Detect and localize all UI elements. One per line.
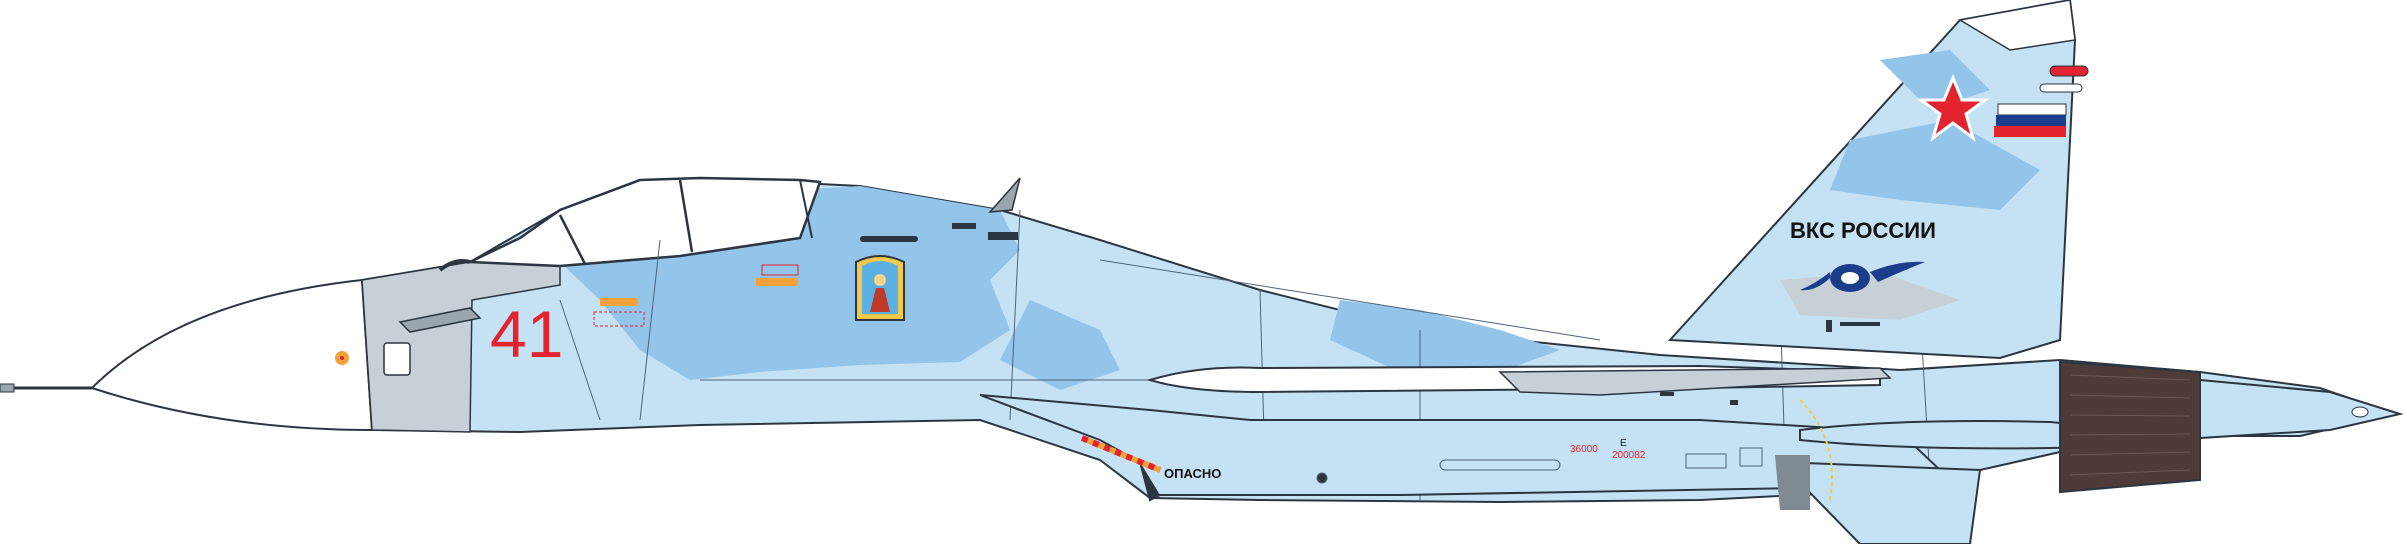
saint-icon-badge bbox=[855, 255, 905, 321]
belly-panels bbox=[1316, 447, 1763, 484]
camo-patch-mid bbox=[1000, 300, 1120, 390]
canopy-frame-1 bbox=[558, 214, 587, 265]
tail-grey-panel bbox=[1780, 272, 1960, 320]
ventral-fin bbox=[1777, 460, 1982, 544]
irst-sensor bbox=[398, 307, 482, 333]
tail-light bbox=[2351, 406, 2369, 418]
exhaust-petals bbox=[2069, 374, 2191, 476]
red-star-icon bbox=[1916, 74, 1990, 142]
tail-inscription: ВКС РОССИИ bbox=[1790, 218, 1936, 243]
warning-label: ОПАСНО bbox=[1164, 466, 1221, 481]
fin-tip bbox=[1957, 0, 2076, 51]
tail-camo-patch-2 bbox=[1880, 50, 1990, 110]
radiation-warning-icon bbox=[335, 351, 349, 365]
vks-emblem-icon bbox=[1800, 261, 1925, 292]
nose-radome bbox=[90, 278, 374, 432]
tail-sting bbox=[2199, 378, 2404, 440]
stencil-text-3: 200082 bbox=[1612, 450, 1646, 461]
russian-flag bbox=[1994, 103, 2067, 137]
ventral-fin-shadow bbox=[1775, 455, 1810, 510]
wing-trailing-edge bbox=[1498, 367, 1892, 396]
intake-warning-stripe bbox=[1080, 435, 1162, 473]
side-number: 41 bbox=[490, 297, 563, 371]
intake-lip bbox=[1140, 462, 1160, 500]
stencil-text-1: 36000 bbox=[1570, 444, 1598, 455]
fin-antenna-red bbox=[2049, 65, 2089, 77]
canopy-frame-3 bbox=[799, 179, 813, 239]
tail-camo-patch-1 bbox=[1830, 120, 2040, 210]
fin-antenna-white bbox=[2039, 83, 2083, 93]
stencil-text-2: Е bbox=[1620, 438, 1627, 449]
dorsal-antenna bbox=[988, 177, 1021, 213]
canopy-hinge bbox=[438, 259, 471, 272]
stencil-boxes bbox=[593, 264, 799, 327]
nose-panel-window bbox=[383, 342, 411, 376]
camo-patch-aft bbox=[1330, 300, 1560, 372]
pitot-tip bbox=[0, 383, 15, 393]
canopy-frame-2 bbox=[678, 179, 694, 253]
engine-exhaust bbox=[2059, 360, 2201, 494]
vents bbox=[860, 223, 1880, 405]
